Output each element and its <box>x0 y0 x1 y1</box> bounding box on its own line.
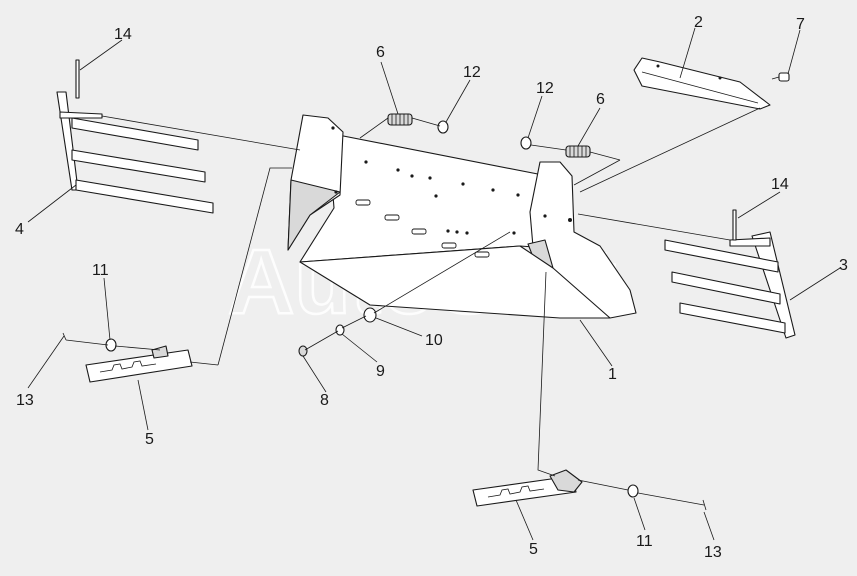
callout-8: 8 <box>320 392 329 409</box>
callout-14-right: 14 <box>771 176 789 193</box>
callout-10: 10 <box>425 332 443 349</box>
part-5-right-rail <box>472 469 583 507</box>
callout-11-left: 11 <box>92 262 109 279</box>
part-12-washer-right <box>520 136 532 150</box>
part-13-pin-right <box>702 499 707 511</box>
callout-12-left: 12 <box>463 64 481 81</box>
part-10-washer <box>363 307 377 323</box>
part-4-left-guard <box>56 59 214 214</box>
frame-holes <box>331 126 572 235</box>
callout-4: 4 <box>15 221 24 238</box>
callout-5-left: 5 <box>145 431 154 448</box>
frame-slots <box>355 199 490 258</box>
part-7-bolt <box>771 72 790 82</box>
callout-6-right: 6 <box>596 91 605 108</box>
callout-5-right: 5 <box>529 541 538 558</box>
callout-13-left: 13 <box>16 392 34 409</box>
part-13-pin-left <box>62 332 67 341</box>
part-9-washer <box>335 324 345 336</box>
part-3-right-guard <box>664 209 796 339</box>
part-12-washer-left <box>437 120 449 134</box>
part-11-washer-right <box>627 484 639 498</box>
callout-6-left: 6 <box>376 44 385 61</box>
callout-labels: 1 2 3 4 5 5 6 6 7 8 9 10 11 11 12 12 13 … <box>15 14 848 561</box>
callout-1: 1 <box>608 366 617 383</box>
callout-13-right: 13 <box>704 544 722 561</box>
assembly-leader-lines <box>65 107 761 506</box>
callout-2: 2 <box>694 14 703 31</box>
part-6-spring-right <box>565 145 591 158</box>
part-5-left-rail <box>85 345 193 383</box>
callout-14-left: 14 <box>114 26 132 43</box>
callout-3: 3 <box>839 257 848 274</box>
part-1-main-frame <box>287 114 637 319</box>
callout-7: 7 <box>796 16 805 33</box>
part-8-nut <box>298 345 308 357</box>
part-6-spring-left <box>387 113 413 126</box>
callout-9: 9 <box>376 363 385 380</box>
callout-pointers <box>27 27 841 541</box>
callout-12-right: 12 <box>536 80 554 97</box>
part-2-bracket <box>633 57 771 110</box>
callout-11-right: 11 <box>636 533 653 550</box>
